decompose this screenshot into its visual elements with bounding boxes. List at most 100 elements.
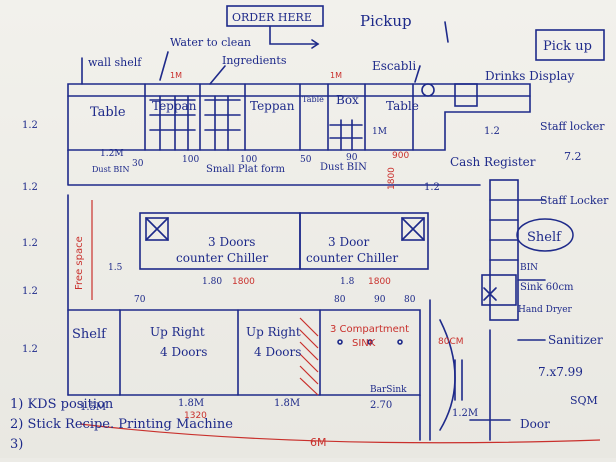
- dim-100: 100: [182, 155, 199, 165]
- red-hatch: [299, 317, 319, 396]
- dim-left-12-d: 1.2: [22, 286, 38, 297]
- drinks-display-label: Drinks Display: [485, 69, 574, 83]
- chiller-2-line2: counter Chiller: [306, 251, 398, 265]
- door-label: Door: [520, 417, 550, 431]
- pick-up-box: [535, 29, 605, 61]
- dim-left-12-e: 1.2: [22, 344, 38, 355]
- sink-line1: 3 Compartment: [330, 324, 409, 335]
- shelf-circle: [516, 218, 574, 252]
- hand-dryer-label: Hand Dryer: [518, 305, 573, 315]
- dim-50: 50: [300, 155, 312, 165]
- dim-b-18m-2: 1.8M: [274, 398, 300, 409]
- shelf-left-label: Shelf: [72, 327, 107, 342]
- staff-locker-1-label: Staff locker: [540, 120, 605, 133]
- note-3: 3): [10, 437, 23, 452]
- cash-register-label: Cash Register: [450, 155, 536, 169]
- dim-30: 30: [132, 159, 144, 169]
- front-counter-outline: [67, 83, 531, 151]
- upright-1-line1: Up Right: [150, 325, 205, 339]
- dim-70: 70: [134, 295, 146, 305]
- note-1: 1) KDS position: [10, 397, 114, 412]
- sanitizer-label: Sanitizer: [548, 333, 603, 347]
- note-2: 2) Stick Recipe. Printing Machine: [10, 417, 233, 432]
- bin-box: [481, 274, 517, 306]
- water-arrow: [159, 51, 169, 81]
- cash-register-icon: [421, 83, 435, 97]
- dim-left-12-a: 1.2: [22, 120, 38, 131]
- dim-b-270: 2.70: [370, 400, 392, 411]
- chiller-2-line1: 3 Door: [328, 235, 370, 249]
- box-grid: [329, 119, 363, 151]
- counter-dividers: [144, 83, 414, 151]
- bin-cross: [483, 287, 497, 301]
- order-here-label: ORDER HERE: [232, 11, 312, 24]
- ingredients-arrow: [209, 65, 226, 85]
- dim-12: 1.2: [484, 126, 500, 137]
- sink-drain-1: [337, 339, 343, 345]
- sink-drain-2: [367, 339, 373, 345]
- teppan-1-grid: [149, 95, 196, 151]
- dim-80b: 80: [404, 295, 416, 305]
- dim-90a: 90: [374, 295, 386, 305]
- shelf-outline: [67, 309, 121, 396]
- ingredients-label: Ingredients: [222, 54, 287, 67]
- bar-sink-label: BarSink: [370, 385, 407, 395]
- right-arrows: [517, 199, 546, 341]
- locker-lines: [489, 199, 519, 261]
- small-platform-label: Small Plat form: [206, 164, 285, 175]
- dim-b-15m: 1.5M: [80, 402, 106, 413]
- dim-red-900: 900: [392, 151, 409, 161]
- dim-b-12m: 1.2M: [452, 408, 478, 419]
- bottom-dividers: [237, 309, 321, 396]
- upright-1-line2: 4 Doors: [160, 345, 207, 359]
- dim-red-1800b: 1800: [232, 277, 255, 287]
- dim-top-1m-a: 1M: [170, 71, 182, 80]
- chiller-1-box: [145, 217, 169, 241]
- pickup-top-label: Pickup: [360, 12, 412, 30]
- dim-18: 1.8: [340, 277, 355, 287]
- escabli-label: Escabli: [372, 59, 416, 73]
- water-label: Water to clean: [170, 36, 251, 49]
- dim-1m: 1M: [372, 127, 387, 137]
- escabli-arrow: [414, 65, 421, 83]
- left-wall: [67, 149, 481, 396]
- chiller-1-line1: 3 Doors: [208, 235, 255, 249]
- sqm-label: SQM: [570, 394, 598, 407]
- table-right-label: Table: [386, 99, 419, 113]
- dim-red-1800c: 1800: [368, 277, 391, 287]
- order-here-box: [226, 5, 324, 27]
- six-m-label: 6M: [310, 436, 327, 449]
- bottom-row-outline: [119, 309, 421, 396]
- door-frame: [419, 299, 431, 441]
- red-6m-line: [79, 423, 601, 444]
- upright-2-line1: Up Right: [246, 325, 301, 339]
- dim-90: 90: [346, 153, 358, 163]
- dim-15: 1.5: [108, 263, 123, 273]
- teppan-2-grid: [204, 95, 241, 151]
- dim-top-1m-b: 1M: [330, 71, 342, 80]
- bin-left-label: Dust BIN: [92, 165, 129, 174]
- shelf-circled-label: Shelf: [527, 230, 562, 245]
- dust-bin-label: Dust BIN: [320, 162, 367, 173]
- dim-12b: 1.2: [424, 182, 440, 193]
- dim-left-12-b: 1.2: [22, 182, 38, 193]
- staff-locker-column: [489, 179, 519, 321]
- dim-80a: 80: [334, 295, 346, 305]
- dim-red-1800a: 1800: [387, 167, 397, 190]
- order-arrow-head: [311, 39, 320, 49]
- chiller-1-cross: [145, 217, 169, 241]
- chiller-2-box: [401, 217, 425, 241]
- free-space-label: Free space: [74, 236, 85, 290]
- wall-shelf-label: wall shelf: [88, 56, 142, 69]
- box-label: Box: [336, 93, 359, 107]
- dim-b-18m: 1.8M: [178, 398, 204, 409]
- staff-locker-2-label: Staff Locker: [540, 194, 609, 207]
- bin-right-label: BIN: [520, 263, 538, 273]
- sink-drain-3: [397, 339, 403, 345]
- dim-red-1320: 1320: [184, 411, 207, 421]
- table-left-label: Table: [90, 105, 126, 120]
- pick-up-label: Pick up: [543, 39, 592, 54]
- pickup-arrow: [444, 21, 449, 43]
